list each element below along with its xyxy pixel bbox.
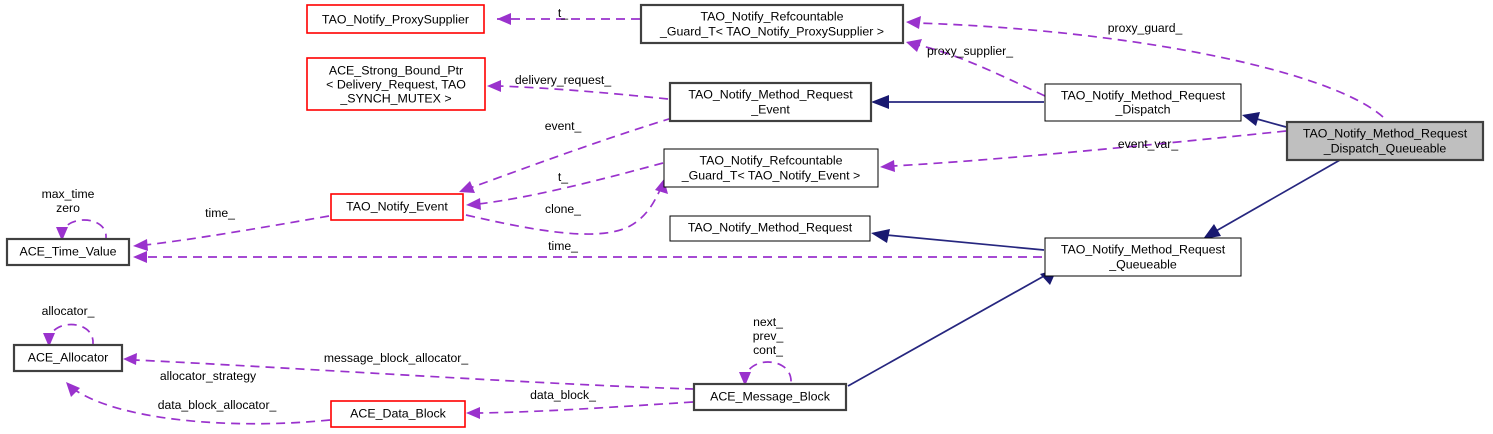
node-dispatch-queueable[interactable]: TAO_Notify_Method_Request _Dispatch_Queu… <box>1285 120 1485 162</box>
node-label: TAO_Notify_ProxySupplier <box>322 12 469 26</box>
edge-inherit-msgblock-to-queueable <box>847 269 1057 387</box>
edge-label-zero: zero <box>56 201 80 215</box>
node-label: _SYNCH_MUTEX > <box>339 91 451 105</box>
edge-time-self-loop <box>56 219 107 241</box>
node-label: TAO_Notify_Method_Request <box>688 87 853 101</box>
edge-label-next: next_ <box>753 315 783 329</box>
edge-label-allocator-self: allocator_ <box>42 304 95 318</box>
node-tao-notify-event[interactable]: TAO_Notify_Event <box>330 193 464 221</box>
node-label: TAO_Notify_Method_Request <box>1303 126 1468 140</box>
edge-proxy-supplier <box>906 39 1046 97</box>
node-label: ACE_Allocator <box>28 350 109 364</box>
node-label: TAO_Notify_Method_Request <box>1061 88 1226 102</box>
node-label: _Event <box>750 102 790 116</box>
edge-label-prev: prev_ <box>753 329 784 343</box>
node-label: ACE_Message_Block <box>710 389 831 403</box>
edge-inherit-dispatchq-to-queueable <box>1203 159 1341 239</box>
edge-time-lower <box>133 251 1042 263</box>
edge-label-cont: cont_ <box>753 343 783 357</box>
node-label: TAO_Notify_Method_Request <box>1061 242 1226 256</box>
node-guard-t-proxysupplier[interactable]: TAO_Notify_Refcountable _Guard_T< TAO_No… <box>639 3 905 45</box>
edge-message-block-self-loop <box>739 361 792 386</box>
edge-label-delivery-request: delivery_request_ <box>515 73 611 87</box>
node-method-request-event[interactable]: TAO_Notify_Method_Request _Event <box>668 81 873 123</box>
edge-label-clone: clone_ <box>545 202 581 216</box>
node-label: TAO_Notify_Method_Request <box>688 220 853 234</box>
edge-delivery-request <box>487 80 669 100</box>
node-label: TAO_Notify_Refcountable <box>700 9 843 23</box>
edge-inherit-queueable-to-request <box>871 229 1045 251</box>
node-label: TAO_Notify_Refcountable <box>699 153 842 167</box>
edge-label-data-block-allocator: data_block_allocator_ <box>158 398 277 412</box>
edge-event-var <box>880 130 1287 172</box>
edge-label-time-lower: time_ <box>548 239 578 253</box>
edge-label-event: event_ <box>545 119 582 133</box>
node-label: _Dispatch_Queueable <box>1323 141 1447 155</box>
edge-label-proxy-guard: proxy_guard_ <box>1108 21 1183 35</box>
node-method-request-queueable[interactable]: TAO_Notify_Method_Request _Queueable <box>1044 237 1242 277</box>
node-tao-notify-proxysupplier[interactable]: TAO_Notify_ProxySupplier <box>306 4 485 34</box>
edge-label-max-time: max_time <box>42 187 95 201</box>
edge-t-mid <box>466 162 664 210</box>
node-label: ACE_Data_Block <box>350 406 447 420</box>
edge-label-time-upper: time_ <box>205 206 235 220</box>
node-label: ACE_Strong_Bound_Ptr <box>329 63 463 77</box>
node-ace-allocator[interactable]: ACE_Allocator <box>12 343 124 373</box>
node-label: _Guard_T< TAO_Notify_ProxySupplier > <box>659 24 884 38</box>
edge-label-event-var: event_var_ <box>1118 137 1179 151</box>
edge-label-t-top: t_ <box>558 6 568 20</box>
node-label: _Queueable <box>1108 257 1177 271</box>
edge-label-message-block-allocator: message_block_allocator_ <box>324 351 469 365</box>
node-label: ACE_Time_Value <box>19 244 116 258</box>
edge-message-block-allocator <box>123 353 695 390</box>
node-ace-time-value[interactable]: ACE_Time_Value <box>5 237 131 267</box>
edge-label-proxy-supplier: proxy_supplier_ <box>927 44 1013 58</box>
edge-t-top <box>497 13 640 25</box>
edge-label-allocator-strategy: allocator_strategy <box>160 369 257 383</box>
node-ace-strong-bound-ptr[interactable]: ACE_Strong_Bound_Ptr < Delivery_Request,… <box>306 57 486 111</box>
edge-data-block-allocator <box>66 382 331 425</box>
node-method-request[interactable]: TAO_Notify_Method_Request <box>669 215 871 242</box>
node-label: < Delivery_Request, TAO <box>326 77 466 91</box>
node-ace-data-block[interactable]: ACE_Data_Block <box>330 400 466 428</box>
edge-label-data-block: data_block_ <box>530 388 596 402</box>
edge-event <box>459 117 673 193</box>
edge-label-t-mid: t_ <box>558 170 568 184</box>
edge-time-upper <box>133 215 330 251</box>
node-guard-t-event[interactable]: TAO_Notify_Refcountable _Guard_T< TAO_No… <box>663 148 879 188</box>
edge-inherit-queueable-to-dispatch <box>1242 112 1287 128</box>
node-label: _Guard_T< TAO_Notify_Event > <box>681 168 861 182</box>
edge-allocator-self-loop <box>43 323 94 347</box>
node-ace-message-block[interactable]: ACE_Message_Block <box>692 382 848 412</box>
node-method-request-dispatch[interactable]: TAO_Notify_Method_Request _Dispatch <box>1044 83 1242 122</box>
edge-inherit-dispatch-to-event <box>871 95 1044 109</box>
node-label: TAO_Notify_Event <box>346 199 448 213</box>
node-label: _Dispatch <box>1114 102 1170 116</box>
edge-proxy-guard <box>906 16 1384 118</box>
edge-data-block <box>466 401 694 419</box>
